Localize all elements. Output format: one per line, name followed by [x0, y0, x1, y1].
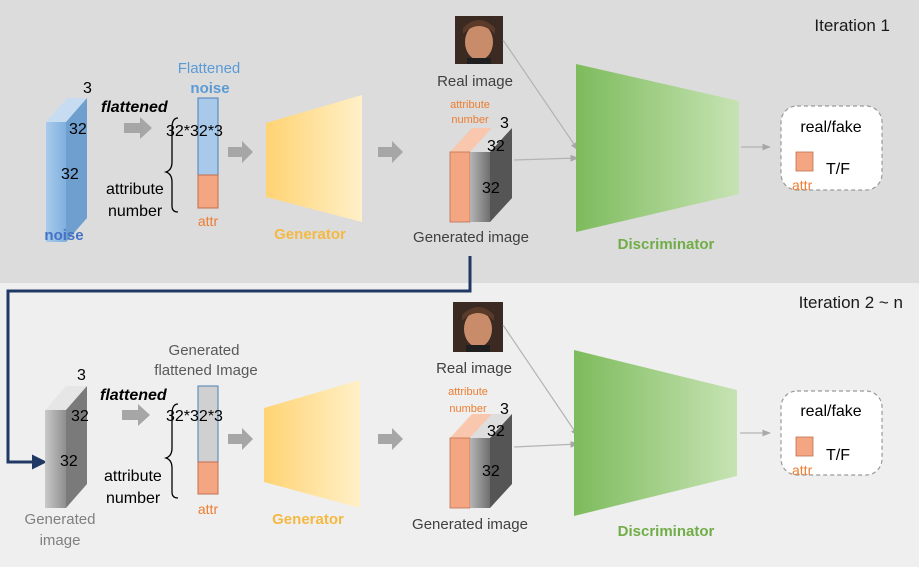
- attribute2-label-line1: attribute: [104, 468, 162, 485]
- iteration-2-label: Iteration 2 ~ n: [799, 293, 903, 312]
- feedback-arrow-icon: [6, 256, 472, 470]
- real-image-label-2: Real image: [436, 360, 512, 377]
- vector-size-label: 32*32*3: [166, 123, 223, 140]
- output2-attr-box: [795, 436, 814, 457]
- attribute2-label-line2: number: [106, 490, 161, 507]
- generated-width-label: 32: [487, 138, 505, 155]
- generator-shape-2: [264, 380, 360, 508]
- gray-arrow-icon: [378, 428, 403, 450]
- vector-title-line2: noise: [190, 80, 229, 97]
- vector-title-line1: Flattened: [178, 60, 241, 77]
- real-image-label: Real image: [437, 73, 513, 90]
- noise-caption: noise: [44, 227, 83, 244]
- attr-segment-label-2: attr: [198, 501, 219, 517]
- input-image-cube: [45, 386, 87, 508]
- attribute-label-line2: number: [108, 203, 163, 220]
- generated-attr-line2: number: [451, 114, 489, 126]
- output-title: real/fake: [800, 119, 861, 136]
- gray-arrow-icon: [228, 428, 253, 450]
- discriminator-shape: [576, 64, 739, 232]
- noise-depth-label: 3: [83, 80, 92, 97]
- generated2-height-label: 32: [482, 463, 500, 480]
- generated-image-label-2: Generated image: [412, 516, 528, 533]
- output-attr-box: [795, 151, 814, 172]
- generated-cube-2: [449, 414, 512, 509]
- output2-attr-label: attr: [792, 462, 813, 478]
- generated-height-label: 32: [482, 180, 500, 197]
- generated2-attr-line2: number: [449, 403, 487, 415]
- generated2-depth-label: 3: [500, 401, 509, 418]
- gen-to-disc-arrow-2: [513, 440, 579, 448]
- discriminator-label: Discriminator: [618, 236, 715, 253]
- gray-arrow-icon: [378, 141, 403, 163]
- flattened-label: flattened: [101, 99, 169, 116]
- gray-arrow-icon: [228, 141, 253, 163]
- input-width-label: 32: [71, 408, 89, 425]
- attribute-label-line1: attribute: [106, 181, 164, 198]
- flattened-label-2: flattened: [100, 387, 168, 404]
- discriminator-label-2: Discriminator: [618, 523, 715, 540]
- face-photo-icon: [455, 16, 503, 64]
- generated-image-label: Generated image: [413, 229, 529, 246]
- output2-tf-label: T/F: [826, 447, 850, 464]
- generated2-attr-line1: attribute: [448, 386, 488, 398]
- attr-vector-segment-2: [197, 461, 219, 495]
- attr-vector-segment: [197, 174, 219, 209]
- generator-shape: [266, 95, 362, 222]
- generator-label: Generator: [274, 226, 346, 243]
- generated2-width-label: 32: [487, 423, 505, 440]
- noise-cube: [46, 98, 87, 242]
- noise-width-label: 32: [69, 121, 87, 138]
- gray-arrow-icon: [124, 117, 152, 139]
- discriminator-shape-2: [574, 350, 737, 516]
- real-to-disc-arrow-2: [502, 324, 579, 437]
- output2-title: real/fake: [800, 403, 861, 420]
- real-to-disc-arrow: [502, 39, 579, 151]
- generated-depth-label: 3: [500, 115, 509, 132]
- input-height-label: 32: [60, 453, 78, 470]
- attr-segment-label: attr: [198, 213, 219, 229]
- generator-label-2: Generator: [272, 511, 344, 528]
- brace-icon: [163, 403, 179, 499]
- gray-arrow-icon: [122, 404, 150, 426]
- output-tf-label: T/F: [826, 161, 850, 178]
- generated-attr-line1: attribute: [450, 99, 490, 111]
- brace-icon: [163, 117, 179, 213]
- input-depth-label: 3: [77, 367, 86, 384]
- output-attr-label: attr: [792, 177, 813, 193]
- noise-height-label: 32: [61, 166, 79, 183]
- generated-cube: [449, 128, 512, 223]
- face-photo-icon: [453, 302, 503, 352]
- iteration-1-label: Iteration 1: [814, 16, 890, 35]
- vector2-size-label: 32*32*3: [166, 408, 223, 425]
- input-caption-line2: image: [40, 532, 81, 549]
- gen-to-disc-arrow: [513, 154, 579, 162]
- input-caption-line1: Generated: [25, 511, 96, 528]
- vector2-title-line2: flattened Image: [154, 362, 257, 379]
- vector2-title-line1: Generated: [169, 342, 240, 359]
